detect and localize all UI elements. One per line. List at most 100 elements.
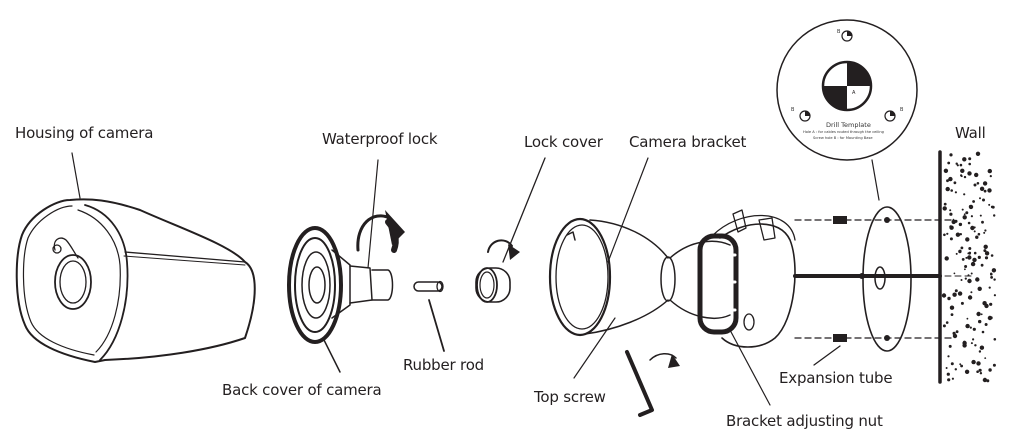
wall-speckle-dot — [948, 344, 952, 348]
wall-speckle-dot — [987, 188, 992, 193]
hole-b-top-label: B — [837, 29, 841, 35]
wall-speckle-dot — [949, 209, 952, 212]
wall-speckle-dot — [965, 237, 970, 242]
wall-speckle-dot — [957, 291, 963, 296]
wall-speckle-dot — [960, 246, 964, 250]
wall-speckle-dot — [944, 256, 949, 261]
wall-speckle-dot — [990, 272, 993, 276]
wall-speckle-dot — [993, 338, 997, 341]
label-rubber-rod: Rubber rod — [403, 356, 484, 374]
drill-template-side — [862, 159, 912, 352]
wall-speckle-dot — [978, 368, 982, 372]
wall-speckle-dot — [958, 222, 963, 227]
label-housing-of-camera: Housing of camera — [15, 124, 154, 142]
wall-speckle-dot — [971, 359, 976, 365]
wall-speckle-dot — [989, 175, 992, 178]
wall-speckle-dot — [955, 162, 958, 165]
wall-speckle-dot — [982, 181, 988, 186]
drill-template-note-b: Screw hole B : for Mounting Base — [813, 136, 873, 140]
drill-template-face — [776, 19, 918, 161]
wall-speckle-dot — [949, 305, 955, 310]
wall-speckle-dot — [968, 247, 972, 250]
wall-speckle-dot — [968, 162, 971, 166]
label-lock-cover: Lock cover — [524, 133, 603, 151]
wall-speckle-dot — [945, 367, 948, 369]
wall-speckle-dot — [977, 255, 981, 259]
wall-speckle-dot — [970, 291, 973, 294]
rotate-arrow-icon — [356, 159, 405, 269]
label-top-screw: Top screw — [534, 388, 606, 406]
wall-speckle-dot — [984, 256, 989, 260]
wall-speckle-dot — [947, 378, 951, 382]
wall-speckle-dot — [973, 183, 977, 187]
wall-speckle-dot — [980, 313, 983, 316]
wall-speckle-dot — [967, 255, 972, 260]
wall-speckle-dot — [960, 175, 963, 178]
wall-speckle-dot — [951, 377, 955, 380]
wall-speckle-dot — [955, 330, 959, 334]
wall-speckle-dot — [970, 342, 973, 345]
wall-speckle-dot — [962, 157, 967, 162]
wall-speckle-dot — [979, 186, 985, 191]
label-bracket-adjusting-nut: Bracket adjusting nut — [726, 412, 883, 430]
wall-speckle-dot — [960, 168, 965, 173]
wall-speckle-dot — [976, 311, 981, 317]
wall-speckle-dot — [945, 186, 950, 192]
wall-speckle-dot — [947, 296, 951, 301]
wall-speckle-dot — [960, 301, 964, 305]
wall-speckle-dot — [954, 191, 958, 194]
wall-speckle-dot — [959, 363, 962, 366]
label-expansion-tube: Expansion tube — [779, 369, 893, 387]
wall-speckle-dot — [990, 254, 994, 257]
label-waterproof-lock: Waterproof lock — [322, 130, 438, 148]
wall-speckle-dot — [943, 202, 947, 206]
wall-speckle-dot — [983, 189, 987, 193]
drill-template-note-a: Hole A : for cables routed through the c… — [803, 130, 884, 134]
hex-key — [573, 317, 680, 417]
wall-speckle-dot — [950, 362, 954, 366]
wall-speckle-dot — [949, 237, 953, 241]
wall-speckle-dot — [976, 370, 979, 374]
label-camera-bracket: Camera bracket — [629, 133, 747, 151]
wall-speckle-dot — [946, 179, 949, 183]
wall-speckle-dot — [955, 232, 961, 237]
wall-speckle-dot — [979, 372, 983, 375]
wall-speckle-dot — [982, 377, 988, 383]
wall-speckle-dot — [974, 172, 979, 178]
camera-housing — [15, 152, 256, 363]
hole-a-label: A — [852, 90, 856, 96]
wall-speckle-dot — [961, 258, 965, 261]
wall-speckle-dot — [972, 338, 975, 341]
wall-speckle-dot — [959, 163, 963, 167]
wall-speckle-dot — [973, 251, 977, 255]
wall-speckle-dot — [952, 218, 955, 221]
wall-speckle-dot — [989, 302, 993, 306]
wall-speckle-dot — [979, 345, 985, 350]
wall-speckle-dot — [946, 232, 949, 235]
wall-speckle-dot — [988, 203, 991, 206]
wall-speckle-dot — [964, 277, 967, 280]
wall-speckle-dot — [977, 232, 981, 236]
wall-speckle-dot — [970, 261, 976, 267]
wall-speckle-dot — [975, 235, 979, 239]
wall-speckle-dot — [961, 208, 964, 211]
drill-template-title: Drill Template — [826, 121, 871, 129]
wall-speckle-dot — [983, 244, 988, 249]
wall-speckle-dot — [991, 205, 995, 209]
wall-speckle-dot — [989, 316, 993, 320]
wall-speckle-dot — [978, 319, 982, 324]
wall-speckle-dot — [976, 182, 980, 185]
wall-speckle-dot — [983, 231, 986, 234]
wall-speckle-dot — [945, 321, 949, 324]
wall-speckle-dot — [948, 176, 953, 182]
wall-speckle-dot — [947, 355, 950, 358]
wall-speckle-dot — [966, 317, 969, 320]
wall-speckle-dot — [960, 364, 963, 368]
wall-speckle-dot — [983, 249, 987, 253]
wall-speckle-dot — [975, 151, 981, 156]
wall-speckle-dot — [993, 214, 996, 217]
wall-speckle-dot — [980, 263, 984, 267]
wall-speckle-dot — [984, 357, 987, 359]
wall-speckle-dot — [978, 350, 982, 353]
wall-speckle-dot — [965, 211, 969, 215]
